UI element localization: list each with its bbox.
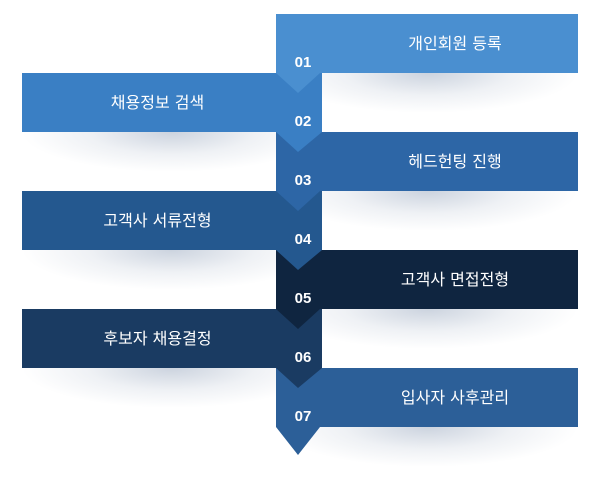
chevron-down-icon [276,309,320,329]
step-number: 03 [294,172,312,189]
step-label: 고객사 서류전형 [103,211,212,230]
chevron-down-icon [276,191,320,211]
step-number: 04 [294,231,312,248]
chevron-down-icon [276,250,322,270]
step-number: 07 [294,408,312,425]
step-number: 01 [294,54,312,71]
step-label: 고객사 면접전형 [400,270,510,289]
step-bar [276,250,578,309]
step-number: 05 [294,290,312,307]
chevron-down-icon [276,73,320,93]
step-label: 개인회원 등록 [408,34,502,53]
chevron-down-icon [276,132,322,152]
step-bar [276,132,578,191]
step-label: 후보자 채용결정 [103,329,212,348]
step-number: 02 [294,113,312,130]
chevron-down-icon [276,368,322,388]
step-label: 채용정보 검색 [110,93,205,112]
step-label: 헤드헌팅 진행 [408,152,502,171]
step-bar [22,191,322,250]
step-bar [276,368,578,427]
step-label: 입사자 사후관리 [400,388,510,407]
step-bar [22,309,322,368]
step-bar [22,73,322,132]
step-bar [276,14,578,73]
step-number: 06 [294,349,312,366]
chevron-down-icon [276,427,320,455]
